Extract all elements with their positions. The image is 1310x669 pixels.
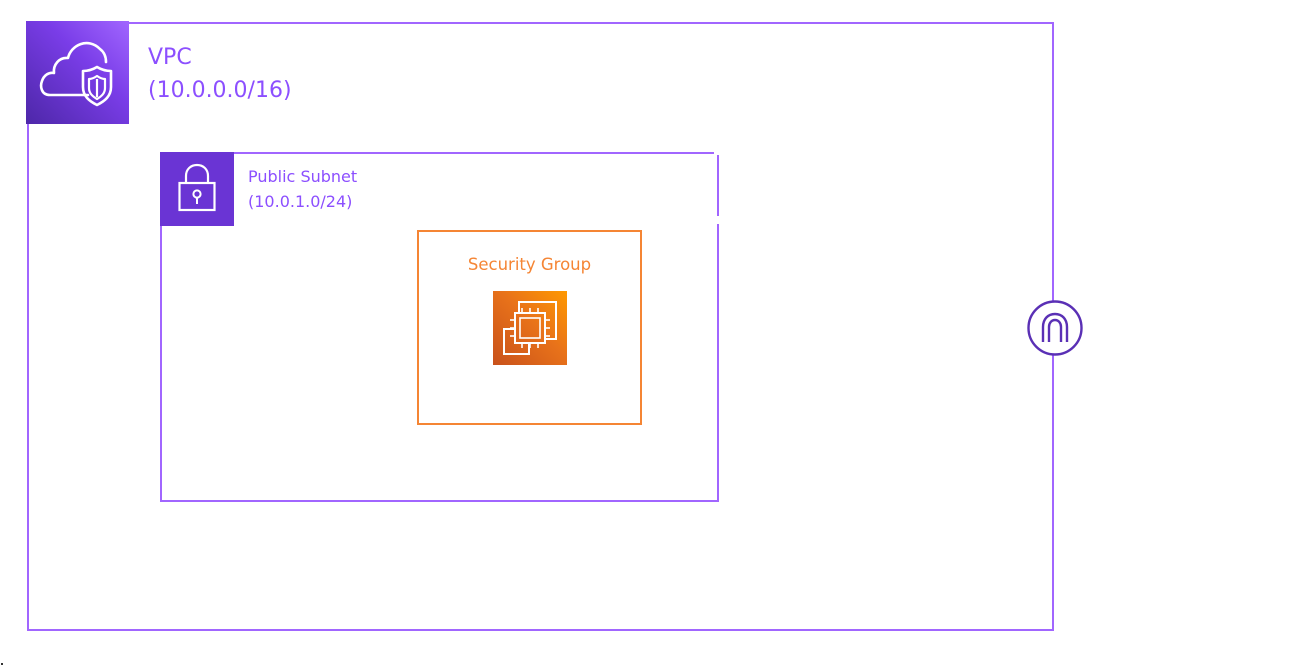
padlock-icon — [160, 152, 234, 226]
vpc-cloud-shield-icon — [26, 21, 129, 124]
internet-gateway-icon — [1026, 299, 1084, 357]
security-group-title: Security Group — [467, 255, 592, 274]
public-subnet-group-border — [160, 152, 719, 502]
subnet-border-gap-right — [716, 216, 720, 224]
stray-dot — [1, 663, 3, 665]
vpc-label: VPC (10.0.0.0/16) — [148, 41, 292, 107]
subnet-title: Public Subnet — [248, 167, 358, 186]
ec2-instance-icon — [493, 291, 567, 365]
subnet-cidr: (10.0.1.0/24) — [248, 192, 353, 211]
security-group-border — [417, 230, 642, 425]
vpc-cidr: (10.0.0.0/16) — [148, 78, 292, 103]
vpc-title: VPC — [148, 45, 192, 70]
subnet-border-gap — [714, 152, 722, 155]
subnet-label: Public Subnet (10.0.1.0/24) — [248, 164, 357, 214]
